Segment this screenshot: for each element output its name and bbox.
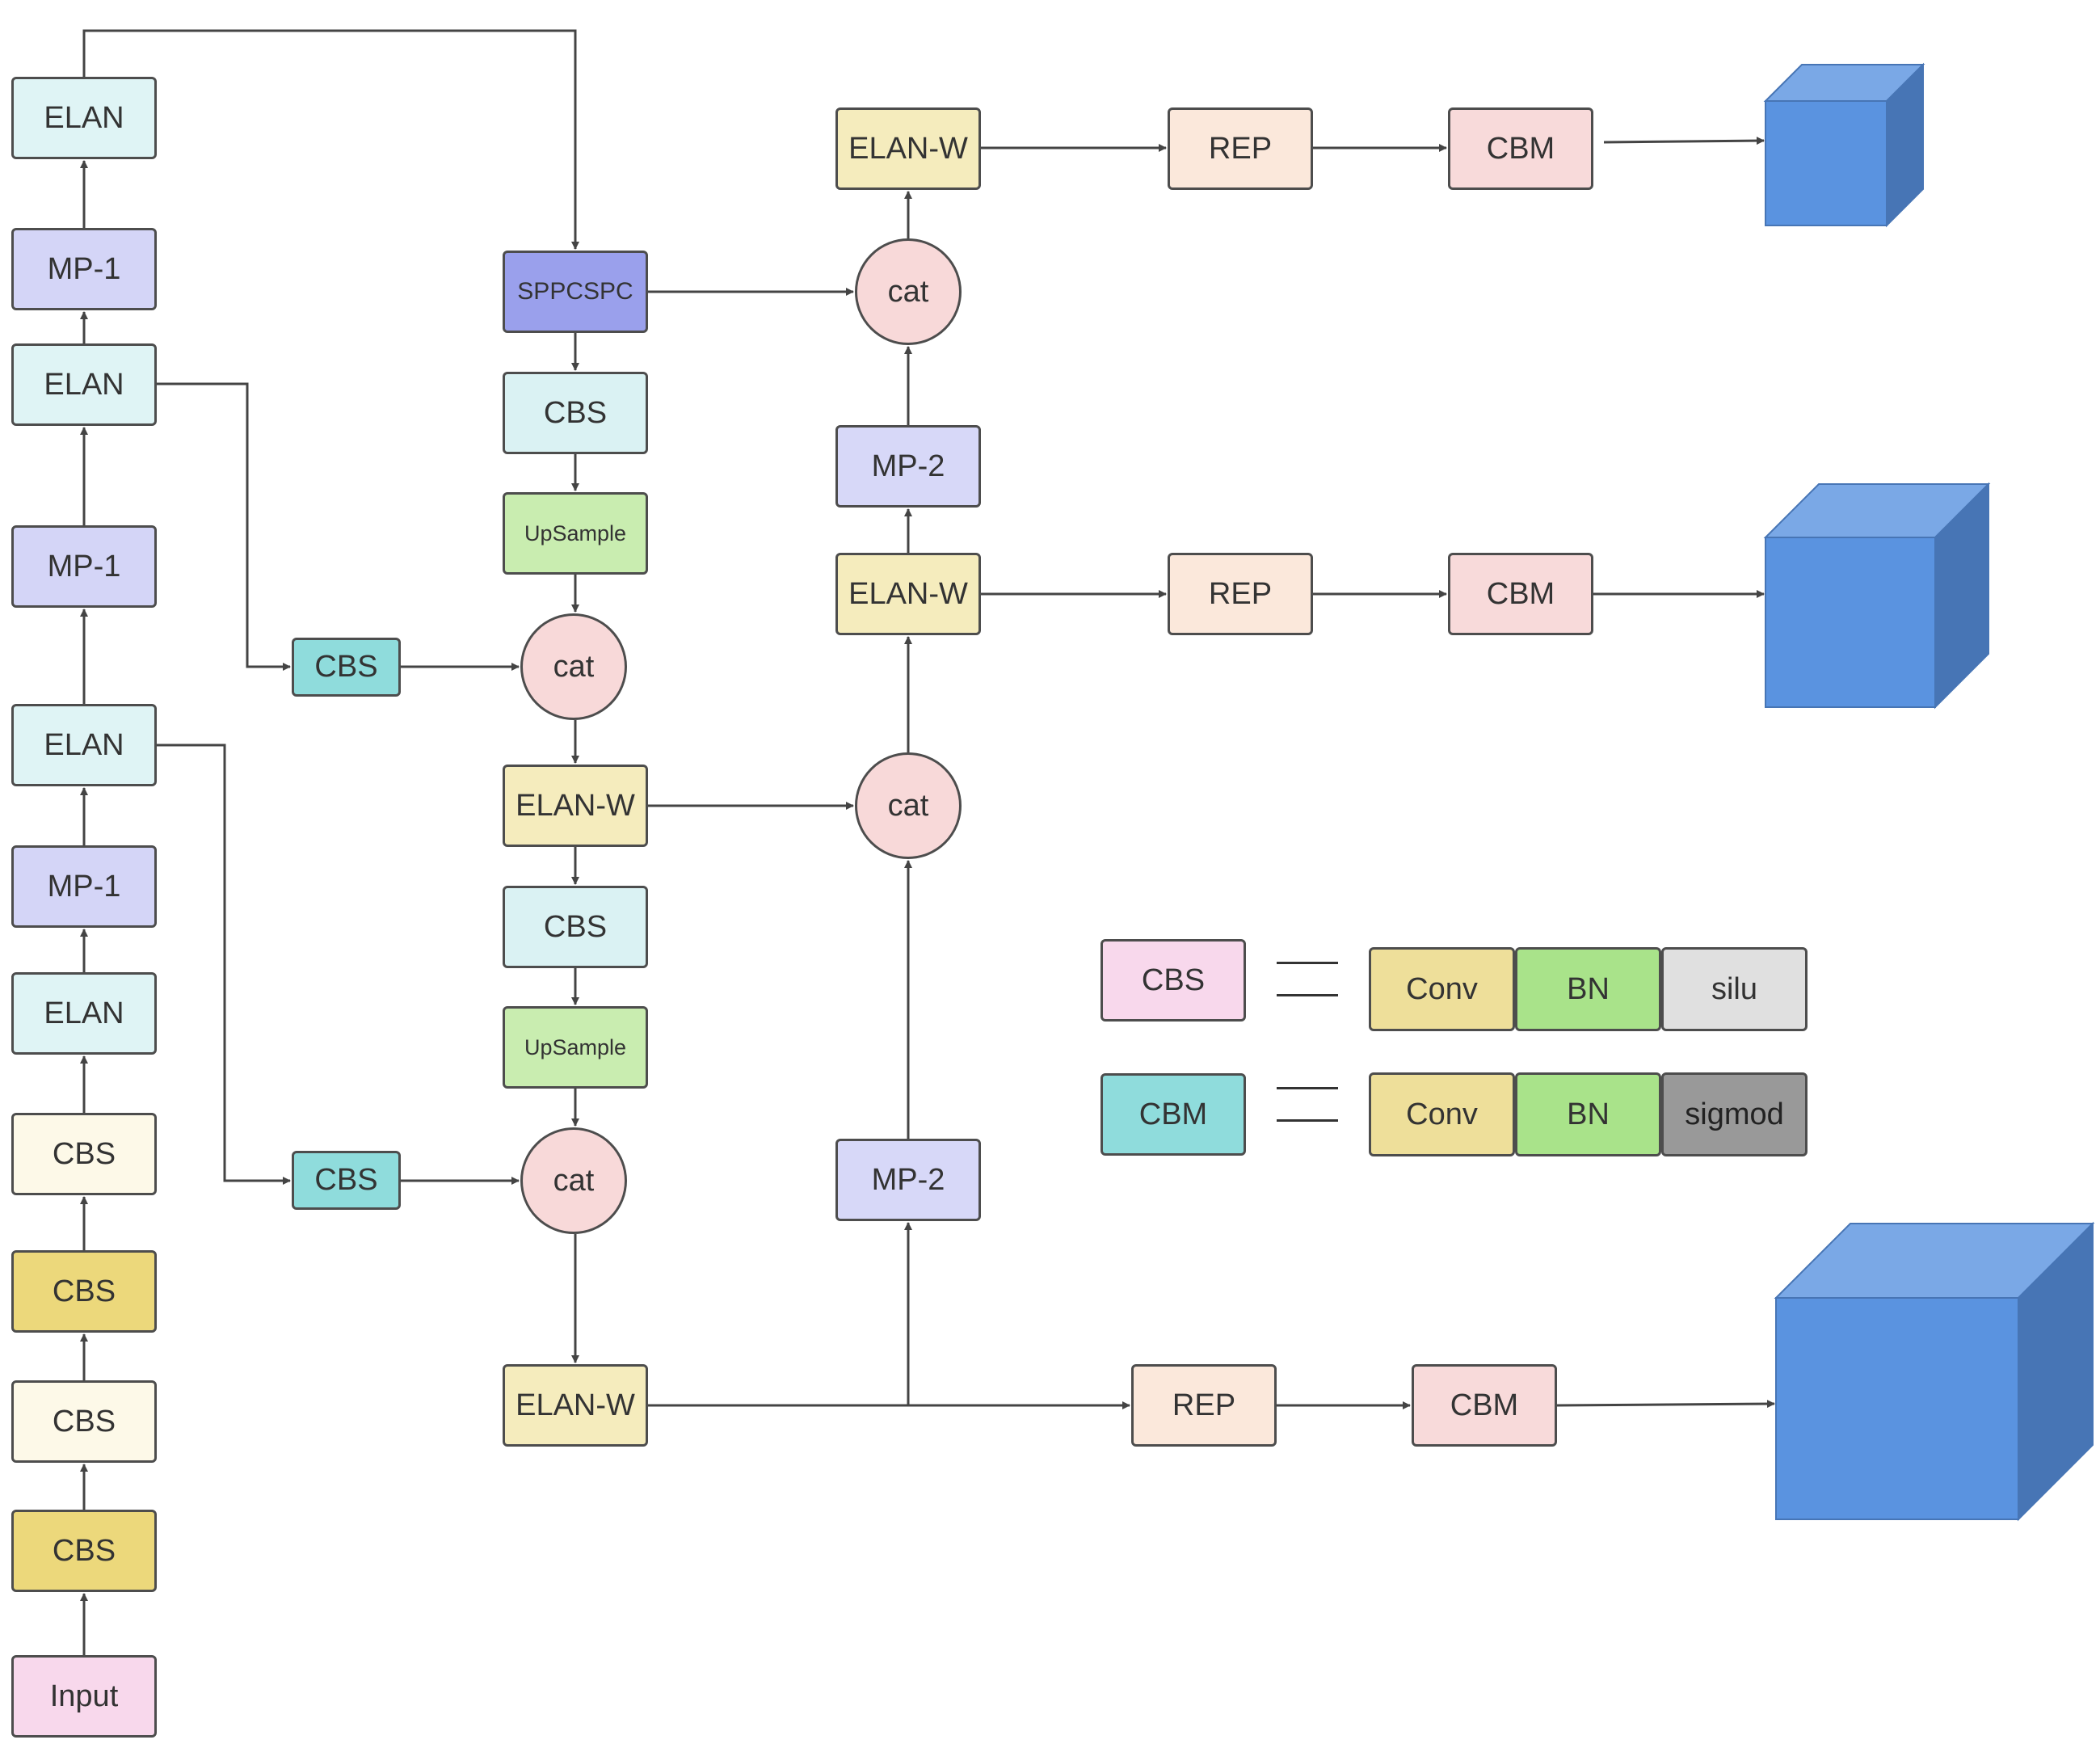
sppcspc-node: SPPCSPC bbox=[503, 251, 648, 333]
mp1-node-1: MP-1 bbox=[11, 845, 157, 928]
elan-node-1: ELAN bbox=[11, 972, 157, 1055]
legend-cbs-equals-sign bbox=[1277, 962, 1338, 997]
edge-elan3-to-lateral-cbs-a bbox=[157, 382, 291, 671]
cat-node-a: cat bbox=[520, 613, 627, 720]
output-cube-large bbox=[1774, 1221, 2095, 1522]
elan-node-4: ELAN bbox=[11, 77, 157, 159]
elanw-node-c: ELAN-W bbox=[835, 553, 981, 635]
cbm-node-top: CBM bbox=[1448, 107, 1593, 190]
edge-elan2-to-lateral-cbs-b bbox=[157, 744, 291, 1185]
edge-cbm-top-to-cube-top bbox=[1603, 137, 1765, 145]
cbs-node-4: CBS bbox=[11, 1113, 157, 1195]
elan-node-2: ELAN bbox=[11, 704, 157, 786]
edge-cbm-bottom-to-cube-bottom bbox=[1556, 1400, 1775, 1409]
cbs-node-b: CBS bbox=[503, 886, 648, 968]
mp2-node-b: MP-2 bbox=[835, 1139, 981, 1221]
legend-cbm-conv: Conv bbox=[1369, 1072, 1515, 1156]
edge-elan4-to-sppcspc bbox=[82, 29, 579, 250]
output-cube-medium bbox=[1763, 482, 1991, 710]
elan-node-3: ELAN bbox=[11, 343, 157, 426]
rep-node-bottom: REP bbox=[1131, 1364, 1277, 1447]
cbs-node-3: CBS bbox=[11, 1250, 157, 1333]
upsample-node-b: UpSample bbox=[503, 1006, 648, 1089]
legend-cbm-bn: BN bbox=[1515, 1072, 1661, 1156]
legend-cbm-sigmod: sigmod bbox=[1661, 1072, 1808, 1156]
output-cube-small bbox=[1763, 62, 1925, 228]
cat-node-d: cat bbox=[855, 238, 962, 345]
legend-cbs-silu: silu bbox=[1661, 947, 1808, 1031]
rep-node-top: REP bbox=[1168, 107, 1313, 190]
cbm-node-bottom: CBM bbox=[1412, 1364, 1557, 1447]
upsample-node-a: UpSample bbox=[503, 492, 648, 575]
legend-cbs-bn: BN bbox=[1515, 947, 1661, 1031]
cbs-node-2: CBS bbox=[11, 1380, 157, 1463]
lateral-cbs-node-b: CBS bbox=[292, 1151, 401, 1210]
rep-node-mid: REP bbox=[1168, 553, 1313, 635]
legend-cbm-label: CBM bbox=[1101, 1073, 1246, 1156]
elanw-node-d: ELAN-W bbox=[835, 107, 981, 190]
mp2-node-a: MP-2 bbox=[835, 425, 981, 508]
cat-node-b: cat bbox=[520, 1127, 627, 1234]
cbs-node-1: CBS bbox=[11, 1510, 157, 1592]
legend-cbm-equals-sign bbox=[1277, 1087, 1338, 1123]
input-node: Input bbox=[11, 1655, 157, 1738]
elanw-node-b: ELAN-W bbox=[503, 1364, 648, 1447]
cat-node-c: cat bbox=[855, 752, 962, 859]
legend-cbs-conv: Conv bbox=[1369, 947, 1515, 1031]
cbs-node-a: CBS bbox=[503, 372, 648, 454]
cbm-node-mid: CBM bbox=[1448, 553, 1593, 635]
mp1-node-2: MP-1 bbox=[11, 525, 157, 608]
elanw-node-a: ELAN-W bbox=[503, 765, 648, 847]
mp1-node-3: MP-1 bbox=[11, 228, 157, 310]
legend-cbs-label: CBS bbox=[1101, 939, 1246, 1022]
lateral-cbs-node-a: CBS bbox=[292, 638, 401, 697]
